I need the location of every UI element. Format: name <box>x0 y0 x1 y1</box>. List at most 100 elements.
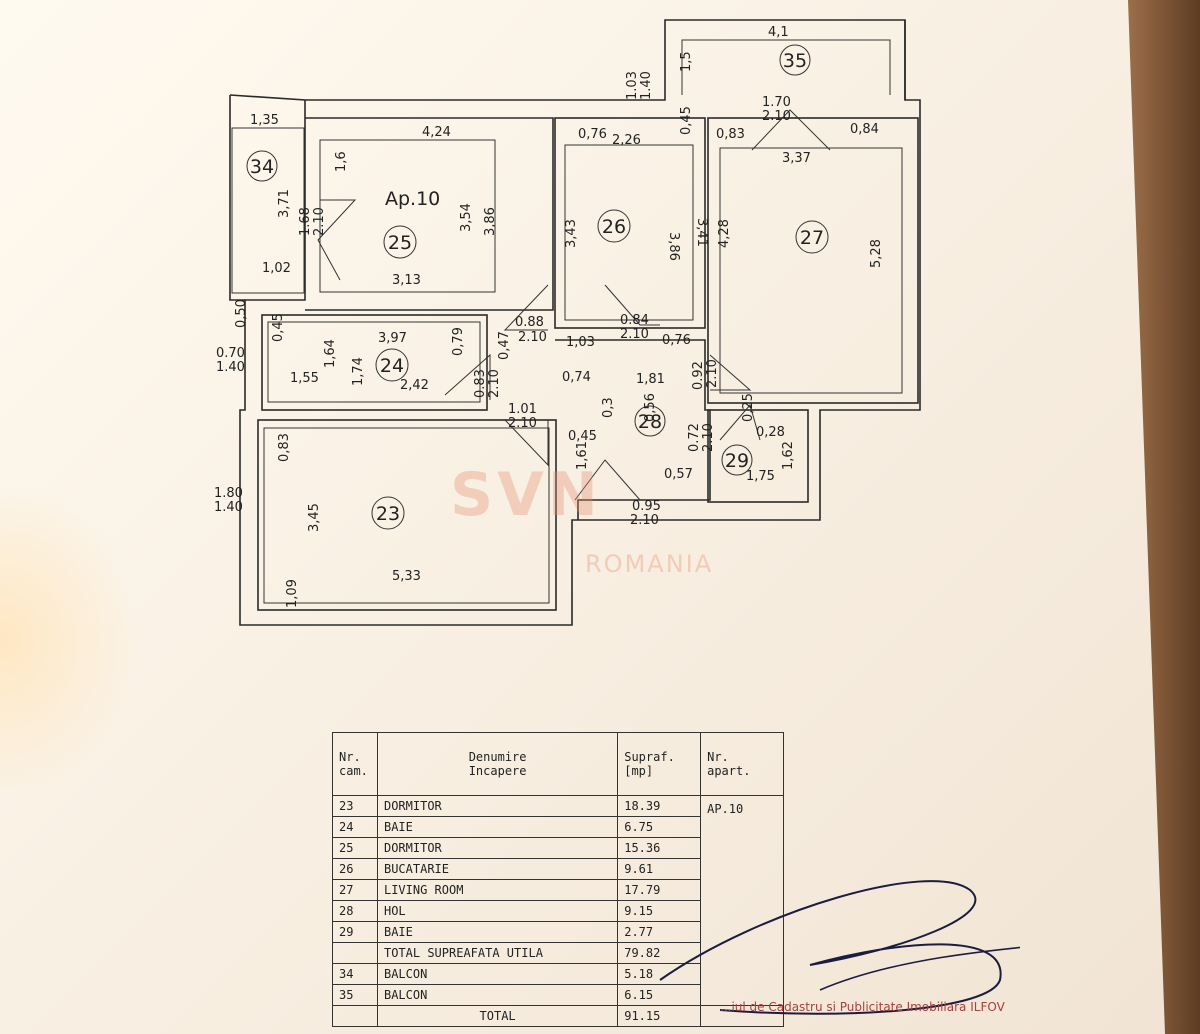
dimension-labels: 1,35 4,24 0,76 2,26 0,83 0,84 4,1 1.70 2… <box>214 25 879 584</box>
dim-label: 4,24 <box>422 125 451 140</box>
cell-nr: 35 <box>332 984 378 1006</box>
dim-label: 2,26 <box>612 133 641 148</box>
outer-walls <box>229 19 921 626</box>
cell-nr: 28 <box>332 900 378 922</box>
balcony-35 <box>681 39 891 151</box>
table-row-total: TOTAL 91.15 <box>332 1005 784 1027</box>
dim-label: 2,42 <box>400 378 429 393</box>
svg-text:35: 35 <box>783 50 807 72</box>
cell-nr: 27 <box>332 879 378 901</box>
cell-name: BALCON <box>376 984 619 1006</box>
dim-label: 3,13 <box>392 273 421 288</box>
dim-label: 0,83 <box>716 127 745 142</box>
svg-text:29: 29 <box>725 450 749 472</box>
floor-plan: 34 35 25 26 27 24 23 28 29 Ap.10 1,35 4,… <box>214 19 921 626</box>
watermark: SVN ROMANIA <box>450 460 770 590</box>
cell-empty <box>332 1005 378 1027</box>
dim-label: 0,76 <box>578 127 607 142</box>
dim-label: 0,28 <box>756 425 785 440</box>
dim-label: 1,6 <box>334 151 349 172</box>
cell-area: 18.39 <box>617 795 702 817</box>
dim-label: 5,33 <box>392 569 421 584</box>
dim-label: 1.40 <box>216 360 245 375</box>
dim-label: 1,55 <box>290 371 319 386</box>
dim-label: 0,83 <box>277 433 292 462</box>
dim-label: 4,1 <box>768 25 789 40</box>
header-nr-apart: Nr.apart. <box>700 732 784 796</box>
dim-label: 2.10 <box>620 327 649 342</box>
dim-label: 0,79 <box>451 327 466 356</box>
dim-label: 3,54 <box>459 203 474 232</box>
cell-name: TOTAL SUPREAFATA UTILA <box>376 942 619 964</box>
cell-name: BUCATARIE <box>376 858 619 880</box>
dim-label: 1.80 <box>214 486 243 501</box>
dim-label: 2.10 <box>312 207 327 236</box>
header-supraf: Supraf.[mp] <box>617 732 702 796</box>
cell-name: BAIE <box>376 921 619 943</box>
dim-label: 1.40 <box>639 71 654 100</box>
cell-nr: 26 <box>332 858 378 880</box>
table-row-total-util: TOTAL SUPREAFATA UTILA 79.82 <box>332 942 784 964</box>
cell-name: DORMITOR <box>376 795 619 817</box>
dim-label: 1.70 <box>762 95 791 110</box>
cell-nr: 25 <box>332 837 378 859</box>
cell-nr: 34 <box>332 963 378 985</box>
vertical-dimension-labels: 0,45 1,5 1.03 1.40 1,6 3,71 1.68 2.10 3,… <box>234 51 884 608</box>
dim-label: 1,81 <box>636 372 665 387</box>
cadastre-stamp-text: ...iul de Cadastru si Publicitate Imobil… <box>720 1000 1005 1014</box>
dim-label: 1,62 <box>781 441 796 470</box>
dim-label: 3,43 <box>564 219 579 248</box>
dim-label: 1,35 <box>250 113 279 128</box>
cell-nr: 24 <box>332 816 378 838</box>
cell-area: 79.82 <box>617 942 702 964</box>
dim-label: 0.95 <box>632 499 661 514</box>
dim-label: 0,25 <box>741 393 756 422</box>
dim-label: 0,57 <box>664 467 693 482</box>
dim-label: 1.03 <box>625 71 640 100</box>
dim-label: 1,03 <box>566 335 595 350</box>
cell-area: 2.77 <box>617 921 702 943</box>
room-25-walls <box>305 117 554 311</box>
dim-label: 1.01 <box>508 402 537 417</box>
balcony-34 <box>231 127 305 294</box>
room-24-walls <box>261 314 488 411</box>
dim-label: 2.10 <box>701 423 716 452</box>
room-number-29: 29 <box>721 444 753 476</box>
table-row: 23 DORMITOR 18.39 AP.10 <box>332 795 784 1006</box>
dim-label: 0,3 <box>601 397 616 418</box>
dim-label: 3,86 <box>483 207 498 236</box>
dim-label: 0,45 <box>568 429 597 444</box>
svg-text:23: 23 <box>376 503 400 525</box>
room-27-walls <box>707 117 919 404</box>
dim-label: 0.72 <box>687 423 702 452</box>
dim-label: 2.10 <box>508 416 537 431</box>
dim-label: 3,71 <box>277 189 292 218</box>
dim-label: 1,5 <box>679 51 694 72</box>
cell-nr: 23 <box>332 795 378 817</box>
dim-label: 3,37 <box>782 151 811 166</box>
bath-29-walls <box>707 403 809 503</box>
table-row: 35 BALCON 6.15 <box>332 984 784 1006</box>
dim-label: 1,02 <box>262 261 291 276</box>
cell-area: 91.15 <box>617 1005 702 1027</box>
svg-text:27: 27 <box>800 227 824 249</box>
dim-label: 2.10 <box>705 359 720 388</box>
dim-label: 0,84 <box>850 122 879 137</box>
header-nr-cam: Nr.cam. <box>332 732 378 796</box>
room-number-25: 25 <box>383 225 417 259</box>
dim-label: 0,45 <box>679 106 694 135</box>
dim-label: 3,45 <box>307 503 322 532</box>
dim-label: 2.10 <box>762 109 791 124</box>
dim-label: 0,56 <box>643 393 658 422</box>
table-row: 26 BUCATARIE 9.61 <box>332 858 784 880</box>
cell-area: 15.36 <box>617 837 702 859</box>
room-number-26: 26 <box>597 209 631 243</box>
cell-area: 5.18 <box>617 963 702 985</box>
dim-label: 1,74 <box>351 357 366 386</box>
cell-empty <box>332 942 378 964</box>
cell-name: LIVING ROOM <box>376 879 619 901</box>
room-23-walls <box>257 419 557 611</box>
dim-label: 2.10 <box>487 369 502 398</box>
